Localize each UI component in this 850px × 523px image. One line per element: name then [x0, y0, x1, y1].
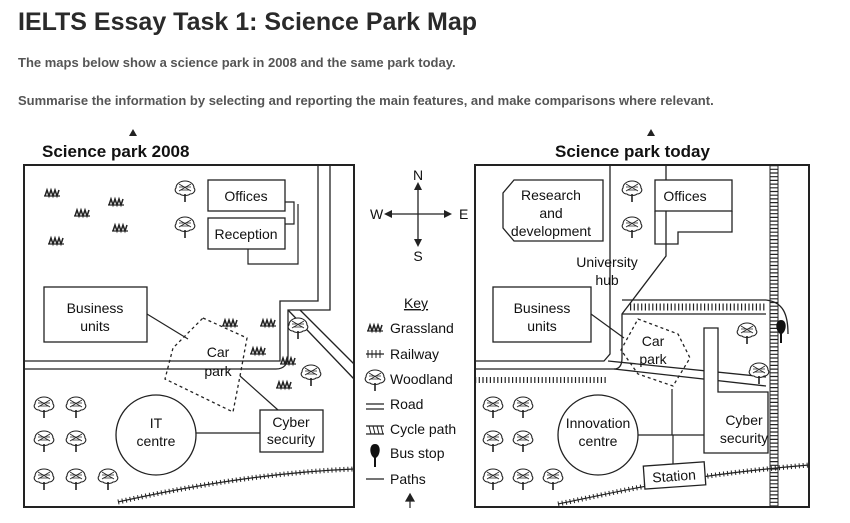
research-line3: development: [511, 223, 591, 239]
roads-today: [475, 165, 789, 387]
cyber-security-2008-line1: Cyber: [272, 414, 310, 430]
compass-east: E: [459, 206, 468, 222]
offices-today-label: Offices: [663, 188, 706, 204]
prompt-line-1: The maps below show a science park in 20…: [18, 55, 456, 70]
research-line1: Research: [521, 187, 581, 203]
arrow-marker: [404, 492, 416, 508]
business-units-today-line1: Business: [514, 300, 571, 316]
cyber-security-today-line1: Cyber: [725, 412, 763, 428]
roads-2008: [24, 165, 355, 380]
prompt-line-2: Summarise the information by selecting a…: [18, 93, 714, 108]
research-development: [502, 179, 604, 242]
station-label: Station: [652, 466, 697, 485]
key-heading: Key: [404, 295, 428, 311]
cyber-security-2008: [259, 409, 324, 453]
university-hub-line1: University: [576, 254, 637, 270]
paths-today: [638, 389, 704, 464]
map-key: Key Grassland Railway Woodland Road Cycl…: [364, 295, 456, 508]
car-park-2008-line2: park: [204, 363, 232, 379]
map-today-border: [474, 164, 810, 508]
compass-south: S: [413, 248, 422, 264]
grass-key-icon: [366, 324, 384, 332]
key-railway: Railway: [390, 346, 439, 362]
reception-2008: [207, 217, 286, 250]
it-centre-2008: [115, 394, 197, 476]
reception-2008-label: Reception: [214, 226, 277, 242]
business-units-2008-line1: Business: [67, 300, 124, 316]
map-today: Science park today Research and developm…: [474, 129, 810, 508]
map-today-heading: Science park today: [555, 142, 711, 161]
path-carpark-cyber-2008: [239, 375, 279, 411]
compass-west: W: [370, 206, 384, 222]
key-road: Road: [390, 396, 423, 412]
offices-2008-label: Offices: [224, 188, 267, 204]
maps-svg: Science park 2008 Offices Reception Busi…: [23, 129, 810, 508]
station: [642, 461, 707, 490]
key-cycle-path: Cycle path: [390, 421, 456, 437]
car-park-2008: [164, 317, 248, 413]
road-key-icon: [366, 403, 384, 410]
cycle-key-icon: [366, 425, 384, 435]
research-line2: and: [539, 205, 562, 221]
reception-road-2008: [247, 204, 299, 265]
bus-stop-key-icon: [369, 443, 381, 468]
map-2008-heading: Science park 2008: [42, 142, 189, 161]
key-woodland: Woodland: [390, 371, 453, 387]
car-park-today-line2: park: [639, 351, 667, 367]
map-2008: Science park 2008 Offices Reception Busi…: [23, 129, 355, 508]
business-units-2008-line2: units: [80, 318, 110, 334]
page-title: IELTS Essay Task 1: Science Park Map: [18, 8, 478, 36]
car-park-today-line1: Car: [642, 333, 665, 349]
maps-figure: Science park 2008 Offices Reception Busi…: [18, 124, 818, 519]
compass: N S E W: [370, 167, 468, 264]
path-business-carpark-2008: [146, 313, 189, 340]
car-park-today: [620, 318, 691, 387]
map-2008-border: [23, 164, 355, 508]
key-paths: Paths: [390, 471, 426, 487]
compass-north: N: [413, 167, 423, 183]
north-marker-today: [647, 129, 655, 136]
it-centre-2008-line2: centre: [137, 433, 176, 449]
university-hub-line2: hub: [595, 272, 619, 288]
business-units-today-line2: units: [527, 318, 557, 334]
office-link-2008: [285, 201, 295, 225]
tree-key-icon: [364, 369, 386, 392]
it-centre-2008-line1: IT: [150, 415, 163, 431]
path-business-carpark-today: [590, 313, 625, 339]
cyber-security-2008-line2: security: [267, 431, 315, 447]
key-grassland: Grassland: [390, 320, 454, 336]
north-marker-2008: [129, 129, 137, 136]
railway-key-icon: [366, 350, 384, 358]
cyber-security-today-line2: security: [720, 430, 768, 446]
car-park-2008-line1: Car: [207, 344, 230, 360]
offices-today: [654, 179, 733, 212]
business-units-2008: [43, 286, 148, 343]
railway-2008: [117, 468, 355, 503]
university-hub: [654, 211, 733, 245]
innovation-centre-line2: centre: [579, 433, 618, 449]
cyber-security-today: [703, 327, 769, 454]
offices-2008: [207, 179, 286, 212]
innovation-centre-line1: Innovation: [566, 415, 631, 431]
key-bus-stop: Bus stop: [390, 445, 445, 461]
